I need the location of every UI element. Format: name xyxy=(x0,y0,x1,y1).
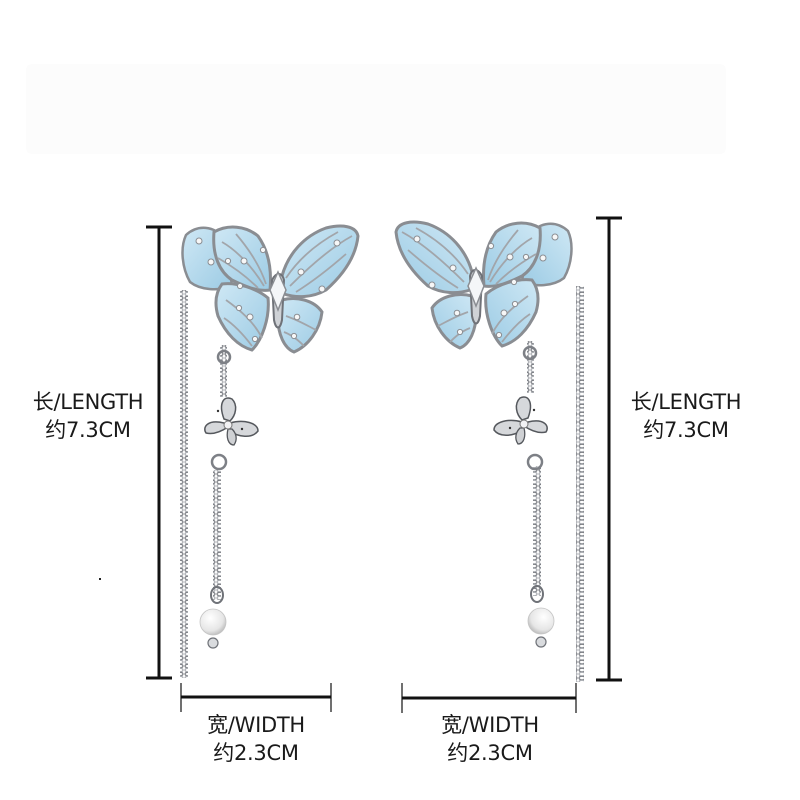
length-dimension-left xyxy=(146,225,172,680)
background-smudge xyxy=(26,64,726,154)
length-label-left: 长/LENGTH 约7.3CM xyxy=(22,388,154,444)
width-dimension-left xyxy=(180,683,332,712)
right-short-chain xyxy=(533,466,541,596)
length-dimension-right xyxy=(596,216,622,682)
marquise-crystal xyxy=(269,270,287,313)
right-butterfly-icon xyxy=(394,220,573,361)
right-pearl xyxy=(527,607,555,635)
width-dimension-right xyxy=(401,683,577,713)
width-label-left: 宽/WIDTH 约2.3CM xyxy=(176,711,336,767)
width-label-right-title: 宽/WIDTH xyxy=(441,713,539,737)
right-small-butterfly-icon xyxy=(493,396,548,445)
length-label-left-value: 约7.3CM xyxy=(45,418,131,442)
left-long-chain xyxy=(180,290,188,678)
length-label-right-value: 约7.3CM xyxy=(643,418,729,442)
length-label-right: 长/LENGTH 约7.3CM xyxy=(618,388,754,444)
left-small-butterfly-icon xyxy=(204,397,259,446)
left-earring xyxy=(180,224,360,678)
length-label-right-title: 长/LENGTH xyxy=(630,390,742,414)
width-label-left-value: 约2.3CM xyxy=(213,741,299,765)
left-short-chain xyxy=(213,470,221,600)
left-butterfly-icon xyxy=(181,224,360,365)
right-earring xyxy=(394,220,584,682)
width-label-right: 宽/WIDTH 约2.3CM xyxy=(410,711,570,767)
left-pearl xyxy=(199,608,227,636)
length-label-left-title: 长/LENGTH xyxy=(32,390,144,414)
right-long-chain xyxy=(576,286,584,682)
width-label-left-title: 宽/WIDTH xyxy=(207,713,305,737)
stray-dot xyxy=(99,578,101,580)
width-label-right-value: 约2.3CM xyxy=(447,741,533,765)
